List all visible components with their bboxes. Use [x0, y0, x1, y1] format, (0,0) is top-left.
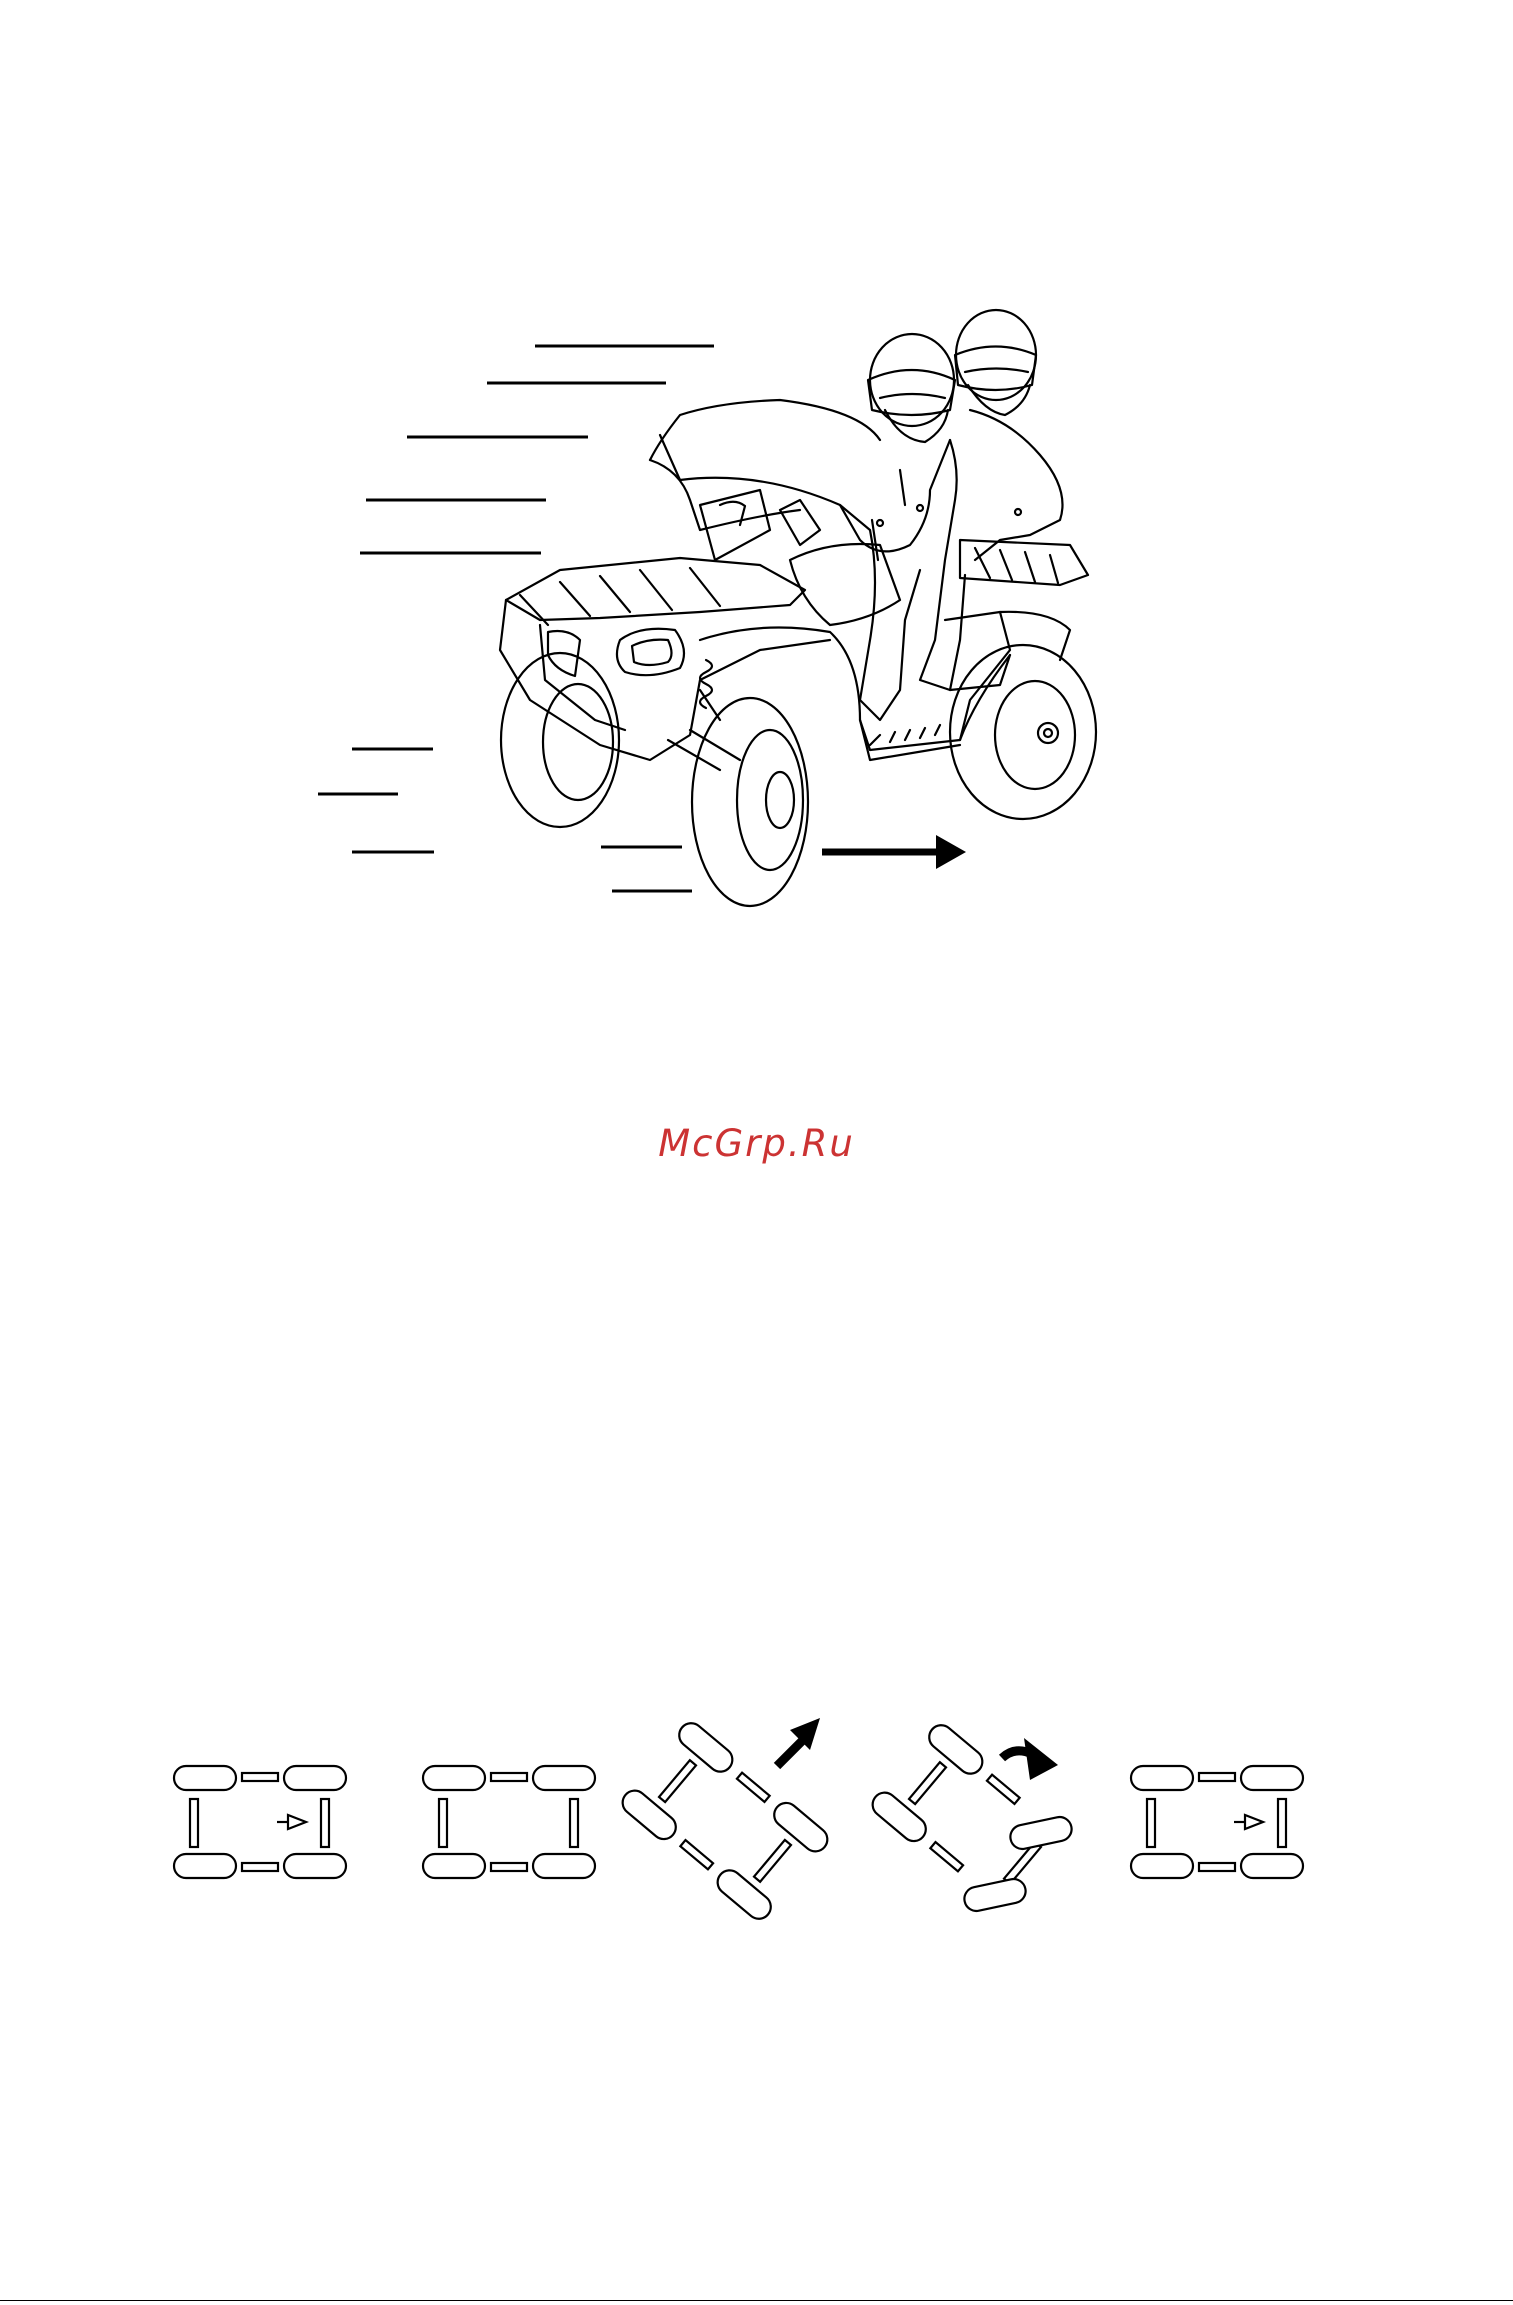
arrow-small-right: [288, 1815, 306, 1829]
vehicle-top-view-plain-icon: [423, 1766, 595, 1878]
atv-illustration: [0, 0, 1513, 960]
callout-lines: [318, 346, 714, 891]
vehicle-top-view-straight-icon: [1131, 1766, 1303, 1878]
steering-diagrams: [0, 1710, 1513, 1970]
arrow-curved-right: [1002, 1738, 1058, 1780]
atv-two-riders-line-drawing: [500, 310, 1096, 906]
watermark-text: McGrp.Ru: [0, 1122, 1513, 1165]
vehicle-top-view-straight-icon: [174, 1766, 346, 1878]
arrow-small-right: [1245, 1815, 1263, 1829]
vehicle-top-view-turning-icon: [868, 1720, 1074, 1913]
page-bottom-rule: [0, 2300, 1513, 2301]
arrow-up-right: [777, 1718, 820, 1766]
arrow-right-icon: [822, 835, 966, 869]
